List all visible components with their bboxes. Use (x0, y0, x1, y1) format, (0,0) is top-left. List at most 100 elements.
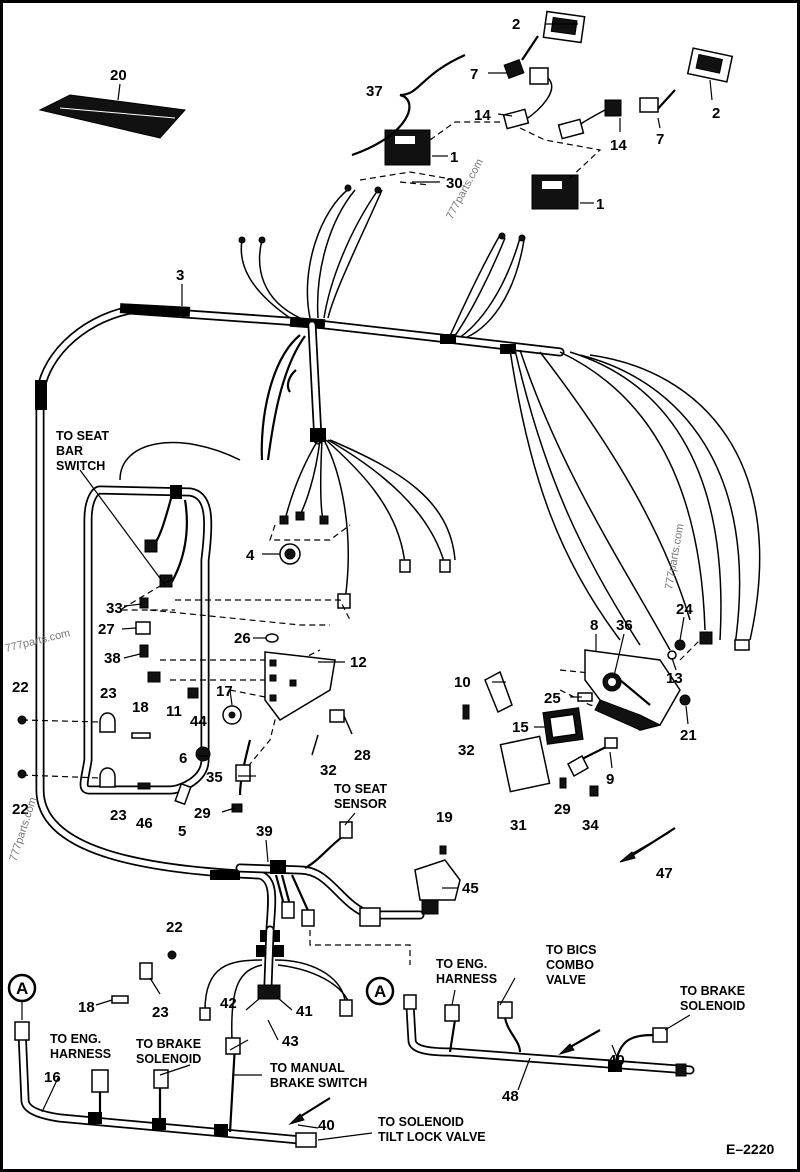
harness-part-16 (14, 1021, 331, 1148)
callout-line: BAR (56, 444, 83, 458)
part-number: 44 (190, 713, 207, 730)
center-parts (135, 543, 353, 813)
callout-bics-combo-valve: TO BICS (546, 943, 596, 957)
part-number: 29 (194, 805, 211, 822)
part-number: 25 (544, 690, 561, 707)
callout-line: HARNESS (50, 1047, 111, 1061)
lamp-assembly-right (531, 47, 734, 210)
callout-seat-bar-switch: TO SEAT (56, 429, 109, 443)
connector-letter: A (16, 979, 28, 998)
connector-a-right: A (365, 976, 395, 1006)
lamp-assembly-left (384, 10, 586, 166)
diagram-code: E–2220 (726, 1141, 774, 1157)
part-number: 7 (656, 131, 664, 148)
part-number: 7 (470, 66, 478, 83)
callout-brake-solenoid-right: TO BRAKE (680, 984, 745, 998)
part-number: 3 (176, 267, 184, 284)
part-number: 32 (458, 742, 475, 759)
part-number: 13 (666, 670, 683, 687)
part-number-labels: 1 1 2 2 3 4 5 6 7 7 8 9 10 11 12 13 14 1… (12, 16, 720, 1134)
bracket-part-37 (351, 53, 466, 157)
part-number: 34 (582, 817, 599, 834)
part-number: 22 (12, 801, 29, 818)
leader-lines (41, 23, 713, 1141)
callout-line: SOLENOID (136, 1052, 201, 1066)
part-number: 18 (132, 699, 149, 716)
callout-line: SOLENOID (680, 999, 745, 1013)
part-number: 35 (206, 769, 223, 786)
part-number: 1 (450, 149, 458, 166)
part-number: 40 (608, 1052, 625, 1069)
callout-eng-harness-right: TO ENG. (436, 957, 487, 971)
center-branch-wires (119, 320, 456, 609)
part-number: 22 (12, 679, 29, 696)
lower-connector-harness (199, 925, 353, 1041)
part-number: 36 (616, 617, 633, 634)
part-number: 40 (318, 1117, 335, 1134)
part-number: 29 (554, 801, 571, 818)
left-side-parts (17, 712, 151, 790)
callout-line: TILT LOCK VALVE (378, 1130, 486, 1144)
part-number: 5 (178, 823, 186, 840)
part-number: 22 (166, 919, 183, 936)
right-panel-parts (462, 639, 691, 863)
connector-letter: A (374, 982, 386, 1001)
callout-eng-harness-left: TO ENG. (50, 1032, 101, 1046)
part-number: 46 (136, 815, 153, 832)
part-number: 4 (246, 547, 255, 564)
part-number: 9 (606, 771, 614, 788)
part-number: 14 (610, 137, 627, 154)
callout-line: SENSOR (334, 797, 387, 811)
assembly-lines-top (359, 121, 602, 186)
main-harness-part-3 (35, 303, 565, 957)
part-number: 20 (110, 67, 127, 84)
part-number: 37 (366, 83, 383, 100)
part-number: 14 (474, 107, 491, 124)
callout-line: COMBO (546, 958, 594, 972)
lamp-wires (238, 184, 526, 341)
part-number: 48 (502, 1088, 519, 1105)
part-number: 42 (220, 995, 237, 1012)
lower-small-parts (111, 950, 177, 1004)
right-fan-wires (509, 349, 761, 651)
callout-line: SWITCH (56, 459, 105, 473)
callout-line: HARNESS (436, 972, 497, 986)
part-number: 6 (179, 750, 187, 767)
assembly-lines-middle (21, 524, 701, 965)
harness-part-48 (403, 994, 695, 1077)
part-number: 23 (152, 1004, 169, 1021)
part-number: 26 (234, 630, 251, 647)
part-number: 31 (510, 817, 527, 834)
part-number: 11 (166, 703, 182, 720)
part-number: 47 (656, 865, 673, 882)
part-number: 24 (676, 601, 693, 618)
part-number: 21 (680, 727, 697, 744)
callout-brake-solenoid-left: TO BRAKE (136, 1037, 201, 1051)
part-number: 45 (462, 880, 479, 897)
part-number: 32 (320, 762, 337, 779)
part-number: 23 (100, 685, 117, 702)
part-number: 19 (436, 809, 453, 826)
part-number: 38 (104, 650, 121, 667)
callout-solenoid-tilt-lock: TO SOLENOID (378, 1115, 464, 1129)
part-number: 18 (78, 999, 95, 1016)
decal-part-20 (38, 94, 187, 139)
part-number: 10 (454, 674, 471, 691)
callout-labels: TO SEAT BAR SWITCH TO SEAT SENSOR TO ENG… (50, 429, 745, 1144)
callout-manual-brake-switch: TO MANUAL (270, 1061, 345, 1075)
callout-seat-sensor: TO SEAT (334, 782, 387, 796)
part-number: 41 (296, 1003, 313, 1020)
part-number: 2 (712, 105, 720, 122)
part-number: 2 (512, 16, 520, 33)
part-number: 39 (256, 823, 273, 840)
callout-line: VALVE (546, 973, 586, 987)
part-number: 27 (98, 621, 115, 638)
part-number: 23 (110, 807, 127, 824)
part-number: 43 (282, 1033, 299, 1050)
part-number: 8 (590, 617, 598, 634)
part-number: 16 (44, 1069, 61, 1086)
part-number: 1 (596, 196, 604, 213)
